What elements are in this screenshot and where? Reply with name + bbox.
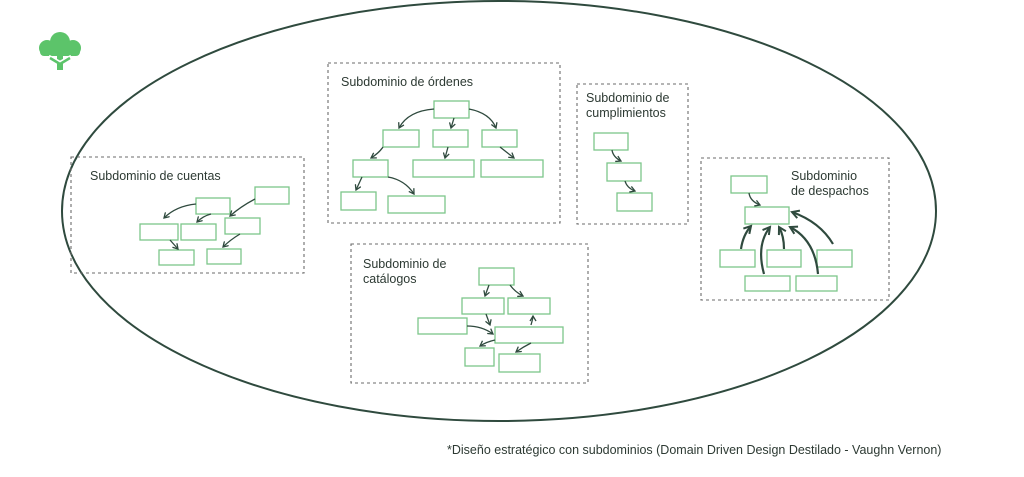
entity-box: [139, 223, 179, 241]
subdomain-despachos-title-line2: de despachos: [791, 184, 869, 198]
subdomain-cuentas: Subdominio de cuentas: [70, 156, 305, 274]
subdomain-catalogos-title-line2: catálogos: [363, 272, 417, 286]
entity-box: [417, 317, 468, 335]
entity-box: [412, 159, 475, 178]
entity-box: [744, 206, 790, 225]
entity-box: [195, 197, 231, 215]
entity-box: [498, 353, 541, 373]
subdomain-cumplimientos-title-line2: cumplimientos: [586, 106, 666, 120]
entity-box: [340, 191, 377, 211]
entity-box: [158, 249, 195, 266]
subdomain-cuentas-title: Subdominio de cuentas: [90, 169, 221, 183]
entity-box: [507, 297, 551, 315]
entity-box: [606, 162, 642, 182]
entity-box: [387, 195, 446, 214]
entity-box: [494, 326, 564, 344]
entity-box: [593, 132, 629, 151]
entity-box: [224, 217, 261, 235]
entity-box: [480, 159, 544, 178]
entity-box: [464, 347, 495, 367]
entity-box: [481, 129, 518, 148]
entity-box: [795, 275, 838, 292]
subdomain-catalogos: Subdominio de catálogos: [350, 243, 589, 384]
entity-box: [730, 175, 768, 194]
subdomain-catalogos-title-line1: Subdominio de: [363, 257, 446, 271]
entity-box: [432, 129, 469, 148]
entity-box: [461, 297, 505, 315]
entity-box: [382, 129, 420, 148]
entity-box: [433, 100, 470, 119]
entity-box: [744, 275, 791, 292]
tree-cloud-logo-icon: [39, 32, 81, 70]
entity-box: [352, 159, 389, 178]
subdomain-despachos: Subdominio de despachos: [700, 157, 890, 301]
entity-box: [719, 249, 756, 268]
domain-ellipse: [61, 0, 937, 422]
subdomain-cumplimientos-title-line1: Subdominio de: [586, 91, 669, 105]
entity-box: [478, 267, 515, 286]
entity-box: [180, 223, 217, 241]
caption: *Diseño estratégico con subdominios (Dom…: [447, 443, 941, 457]
entity-box: [816, 249, 853, 268]
subdomain-cumplimientos: Subdominio de cumplimientos: [576, 83, 689, 225]
subdomain-ordenes: Subdominio de órdenes: [327, 62, 561, 224]
entity-box: [766, 249, 802, 268]
entity-box: [616, 192, 653, 212]
entity-box: [254, 186, 290, 205]
entity-box: [206, 248, 242, 265]
subdomain-despachos-title-line1: Subdominio: [791, 169, 857, 183]
subdomain-ordenes-title: Subdominio de órdenes: [341, 75, 473, 89]
